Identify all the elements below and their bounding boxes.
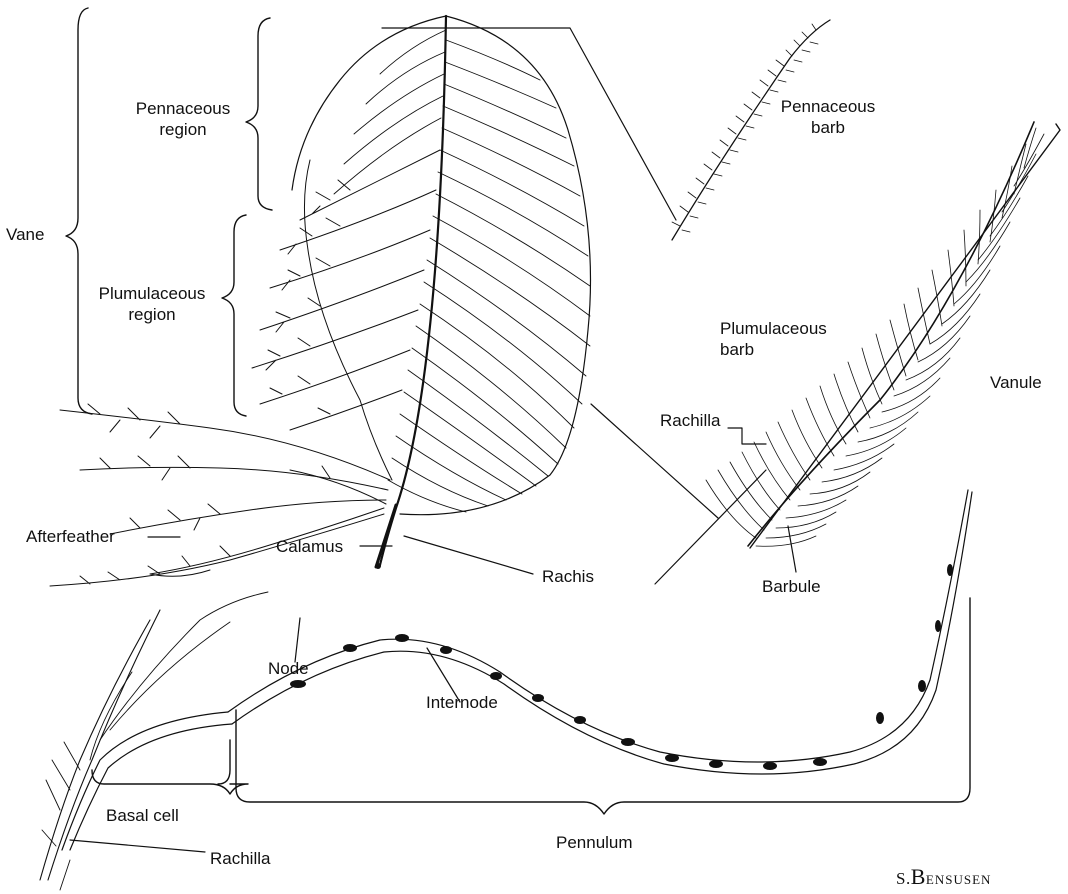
rachis-label: Rachis xyxy=(542,566,594,587)
signature-initial: S. xyxy=(896,869,911,888)
calamus-label: Calamus xyxy=(276,536,343,557)
internode-label: Internode xyxy=(426,692,498,713)
rachilla-lower-label: Rachilla xyxy=(210,848,270,869)
signature-surname-rest: ENSUSEN xyxy=(926,872,992,887)
pennaceous-region-bracket xyxy=(246,18,272,210)
rachilla-upper-label: Rachilla xyxy=(660,410,720,431)
pennaceous-barb-label-line2: barb xyxy=(778,117,878,138)
afterfeather-label: Afterfeather xyxy=(26,526,115,547)
barbule-illustration xyxy=(40,490,972,890)
vanule-label: Vanule xyxy=(990,372,1042,393)
pennulum-label: Pennulum xyxy=(556,832,633,853)
plumulaceous-region-bracket xyxy=(222,215,246,416)
pennaceous-region-label: Pennaceous region xyxy=(118,98,248,140)
leader-lines xyxy=(70,28,796,852)
plumulaceous-region-label-line1: Plumulaceous xyxy=(82,283,222,304)
plumulaceous-region-label-line2: region xyxy=(82,304,222,325)
plumulaceous-barb-label-line1: Plumulaceous xyxy=(720,318,827,339)
pennaceous-barb-label-line1: Pennaceous xyxy=(778,96,878,117)
pennaceous-region-label-line1: Pennaceous xyxy=(118,98,248,119)
plumulaceous-barb-label-line2: barb xyxy=(720,339,827,360)
basal-cell-bracket-right xyxy=(218,740,230,784)
barbule-label: Barbule xyxy=(762,576,821,597)
plumulaceous-barb-label: Plumulaceous barb xyxy=(720,318,827,360)
pennaceous-region-label-line2: region xyxy=(118,119,248,140)
plumulaceous-region-label: Plumulaceous region xyxy=(82,283,222,325)
vane-label: Vane xyxy=(6,224,44,245)
basal-cell-label: Basal cell xyxy=(106,805,179,826)
node-label: Node xyxy=(268,658,309,679)
vane-bracket xyxy=(66,8,92,414)
artist-signature: S.BENSUSEN xyxy=(896,866,991,890)
signature-surname-cap: B xyxy=(911,864,926,889)
pennulum-bracket xyxy=(236,598,970,814)
afterfeather-illustration xyxy=(50,404,390,586)
pennaceous-barb-label: Pennaceous barb xyxy=(778,96,878,138)
